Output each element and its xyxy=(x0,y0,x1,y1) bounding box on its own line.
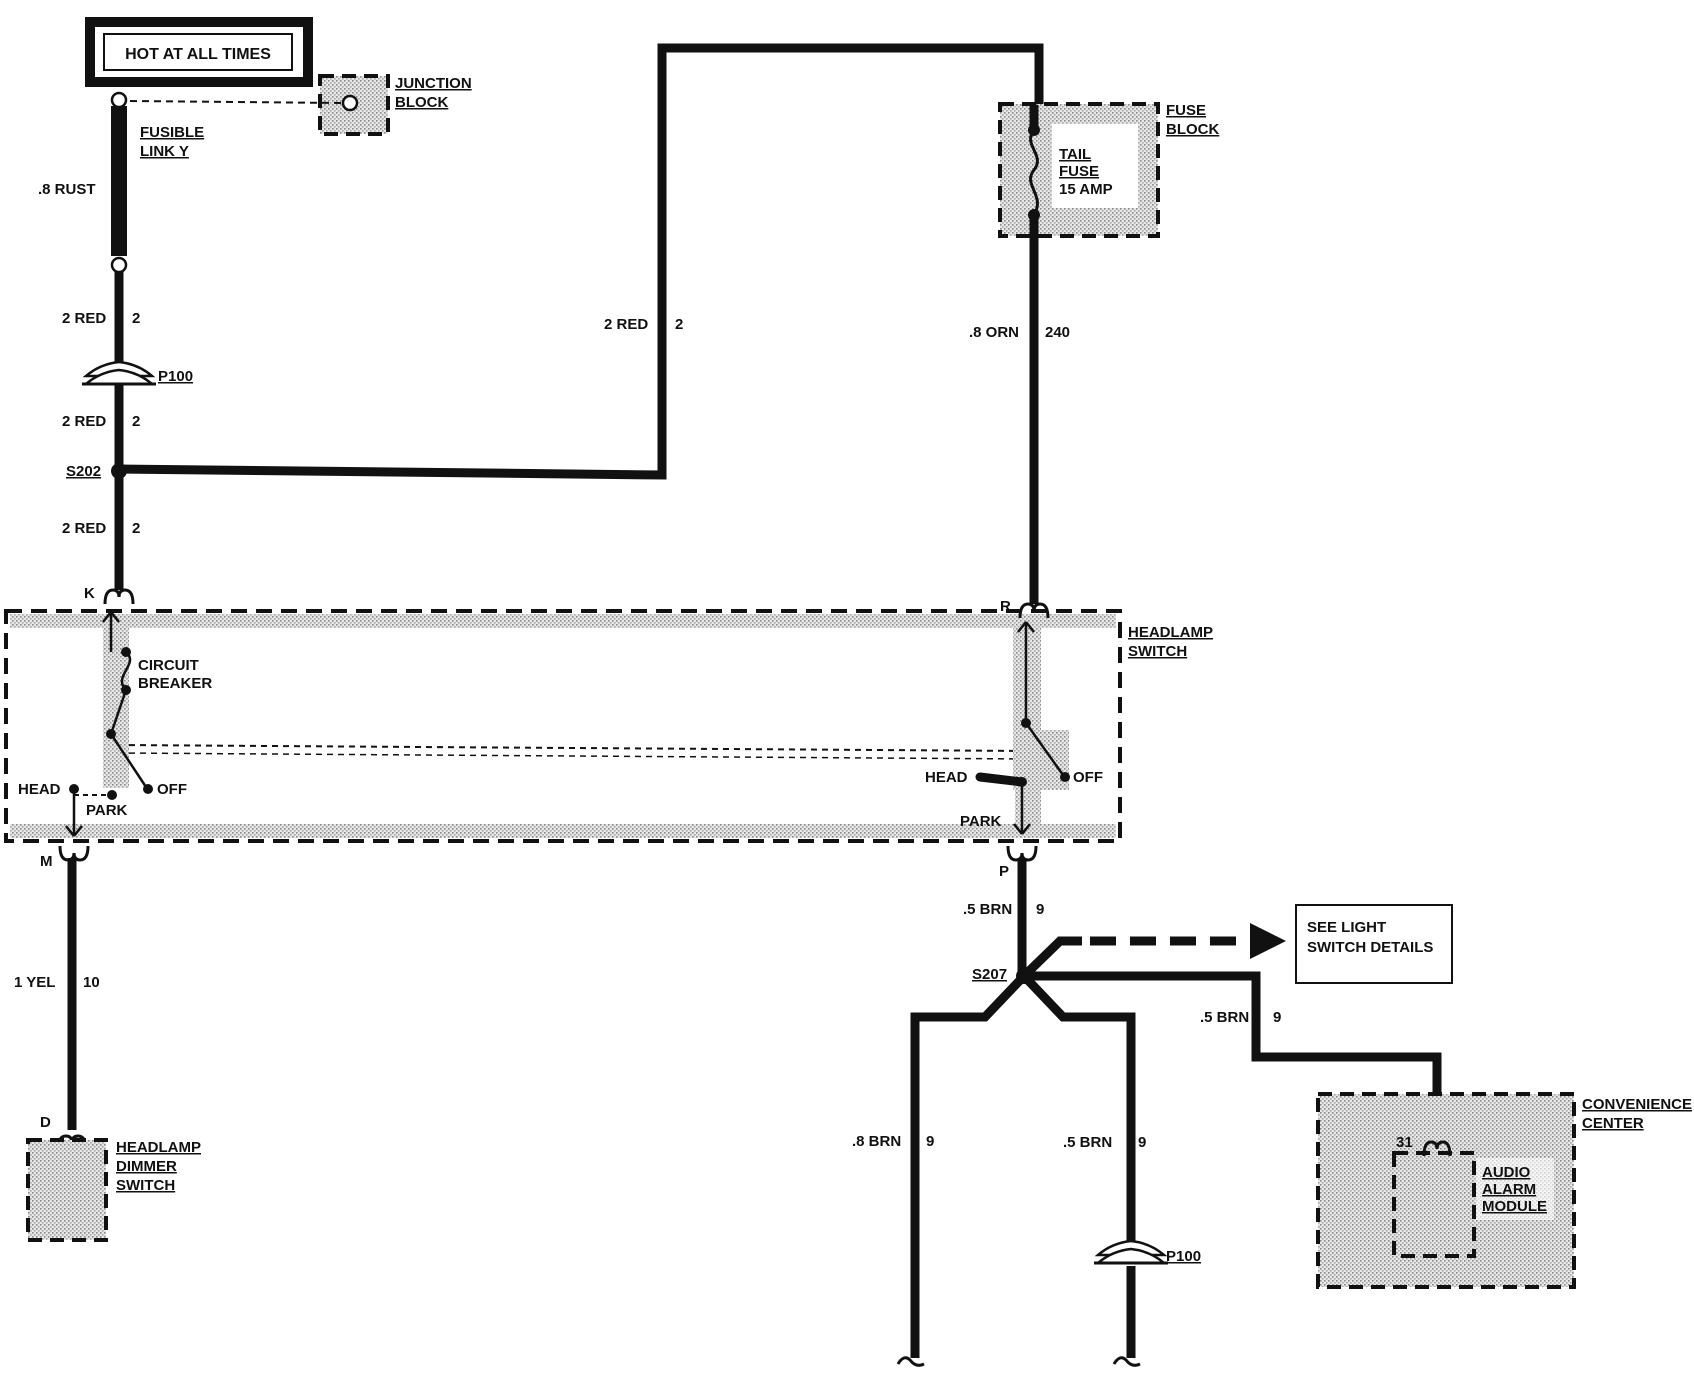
wire-brn-left: .8 BRN 9 xyxy=(852,972,1028,1367)
wire-red-top-circuit: 2 xyxy=(675,316,683,333)
wire-orn-gauge: .8 ORN xyxy=(969,324,1019,341)
connector-p100-top-label: P100 xyxy=(158,368,193,385)
fuse-block-label-1: FUSE xyxy=(1166,102,1206,119)
wire-brn-p: .5 BRN 9 xyxy=(963,858,1044,976)
splice-s202: S202 xyxy=(66,463,127,480)
hot-at-all-times-label: HOT AT ALL TIMES xyxy=(125,46,271,63)
see-details-label-2: SWITCH DETAILS xyxy=(1307,939,1433,956)
headlamp-switch-label-2: SWITCH xyxy=(1128,643,1187,660)
dimmer-switch-label-1: HEADLAMP xyxy=(116,1139,201,1156)
wire-red-b-gauge: 2 RED xyxy=(62,413,106,430)
circuit-breaker-label-2: BREAKER xyxy=(138,675,212,692)
wire-orn: .8 ORN 240 xyxy=(969,215,1070,604)
wire-rust-gauge: .8 RUST xyxy=(38,181,96,198)
circuit-breaker-label-1: CIRCUIT xyxy=(138,657,199,674)
wire-red-a-circuit: 2 xyxy=(132,310,140,327)
headlamp-dimmer-switch: D HEADLAMP DIMMER SWITCH xyxy=(26,1114,201,1242)
wire-yel: M 1 YEL 10 xyxy=(14,845,100,1130)
right-switch-section: R HEAD PARK OFF P xyxy=(925,598,1103,880)
tail-fuse-label-2: FUSE xyxy=(1059,163,1099,180)
audio-alarm-label-3: MODULE xyxy=(1482,1198,1547,1215)
wire-orn-circuit: 240 xyxy=(1045,324,1070,341)
wire-brn-mid-circuit: 9 xyxy=(1138,1134,1146,1151)
fusible-link-label-2: LINK Y xyxy=(140,143,189,160)
wire-brn-p-circuit: 9 xyxy=(1036,901,1044,918)
wire-red-c-circuit: 2 xyxy=(132,520,140,537)
terminal-r-label: R xyxy=(1000,598,1011,615)
wire-brn-mid: .5 BRN 9 xyxy=(1020,972,1146,1367)
wire-red-c-gauge: 2 RED xyxy=(62,520,106,537)
wire-yel-circuit: 10 xyxy=(83,974,100,991)
fuse-block-label-2: BLOCK xyxy=(1166,121,1219,138)
wire-brn-alarm-gauge: .5 BRN xyxy=(1200,1009,1249,1026)
tail-fuse-label-3: 15 AMP xyxy=(1059,181,1113,198)
left-head-label: HEAD xyxy=(18,781,61,798)
see-details-label-1: SEE LIGHT xyxy=(1307,919,1386,936)
dimmer-switch-label-2: DIMMER xyxy=(116,1158,177,1175)
fusible-link: FUSIBLE LINK Y .8 RUST xyxy=(38,91,204,274)
hot-at-all-times-box: HOT AT ALL TIMES xyxy=(85,17,313,87)
see-details-arrow xyxy=(1020,923,1286,980)
wire-brn-alarm-circuit: 9 xyxy=(1273,1009,1281,1026)
terminal-m-label: M xyxy=(40,853,53,870)
audio-alarm-label-1: AUDIO xyxy=(1482,1164,1531,1181)
right-off-label: OFF xyxy=(1073,769,1103,786)
left-park-label: PARK xyxy=(86,802,128,819)
headlamp-switch: HEADLAMP SWITCH xyxy=(4,609,1213,843)
wire-red-top-gauge: 2 RED xyxy=(604,316,648,333)
dimmer-switch-label-3: SWITCH xyxy=(116,1177,175,1194)
junction-block-label-1: JUNCTION xyxy=(395,75,472,92)
convenience-center: 31 CONVENIENCE CENTER AUDIO ALARM MODULE xyxy=(1316,1092,1692,1289)
terminal-k-label: K xyxy=(84,585,95,602)
wire-red-a-gauge: 2 RED xyxy=(62,310,106,327)
connector-p100-bottom-label: P100 xyxy=(1166,1248,1201,1265)
junction-block-label-2: BLOCK xyxy=(395,94,448,111)
convenience-center-label-2: CENTER xyxy=(1582,1115,1644,1132)
wire-red-b-circuit: 2 xyxy=(132,413,140,430)
terminal-d-label: D xyxy=(40,1114,51,1131)
left-switch-section: K CIRCUIT BREAKER HEAD PARK OFF xyxy=(18,585,212,837)
fuse-block: FUSE BLOCK TAIL FUSE 15 AMP xyxy=(998,102,1219,238)
right-park-label: PARK xyxy=(960,813,1002,830)
tail-fuse-label-1: TAIL xyxy=(1059,146,1091,163)
wire-yel-gauge: 1 YEL xyxy=(14,974,55,991)
wire-brn-alarm: .5 BRN 9 xyxy=(1024,971,1442,1142)
splice-s207-label: S207 xyxy=(972,966,1007,983)
fusible-link-label-1: FUSIBLE xyxy=(140,124,204,141)
terminal-31-label: 31 xyxy=(1396,1134,1413,1151)
wire-brn-p-gauge: .5 BRN xyxy=(963,901,1012,918)
wire-brn-left-circuit: 9 xyxy=(926,1133,934,1150)
wire-red-to-fuse: 2 RED 2 xyxy=(118,43,1044,480)
headlamp-switch-label-1: HEADLAMP xyxy=(1128,624,1213,641)
left-off-label: OFF xyxy=(157,781,187,798)
wire-brn-left-gauge: .8 BRN xyxy=(852,1133,901,1150)
splice-s202-label: S202 xyxy=(66,463,101,480)
wire-brn-mid-gauge: .5 BRN xyxy=(1063,1134,1112,1151)
wire-red-main: 2 RED 2 2 RED 2 2 RED 2 xyxy=(62,272,140,590)
junction-block: JUNCTION BLOCK xyxy=(129,74,472,136)
audio-alarm-label-2: ALARM xyxy=(1482,1181,1536,1198)
connector-p100-bottom: P100 xyxy=(1094,1239,1201,1265)
see-details-box: SEE LIGHT SWITCH DETAILS xyxy=(1295,904,1453,984)
right-head-label: HEAD xyxy=(925,769,968,786)
connector-p100-top: P100 xyxy=(82,360,193,386)
terminal-p-label: P xyxy=(999,863,1009,880)
convenience-center-label-1: CONVENIENCE xyxy=(1582,1096,1692,1113)
